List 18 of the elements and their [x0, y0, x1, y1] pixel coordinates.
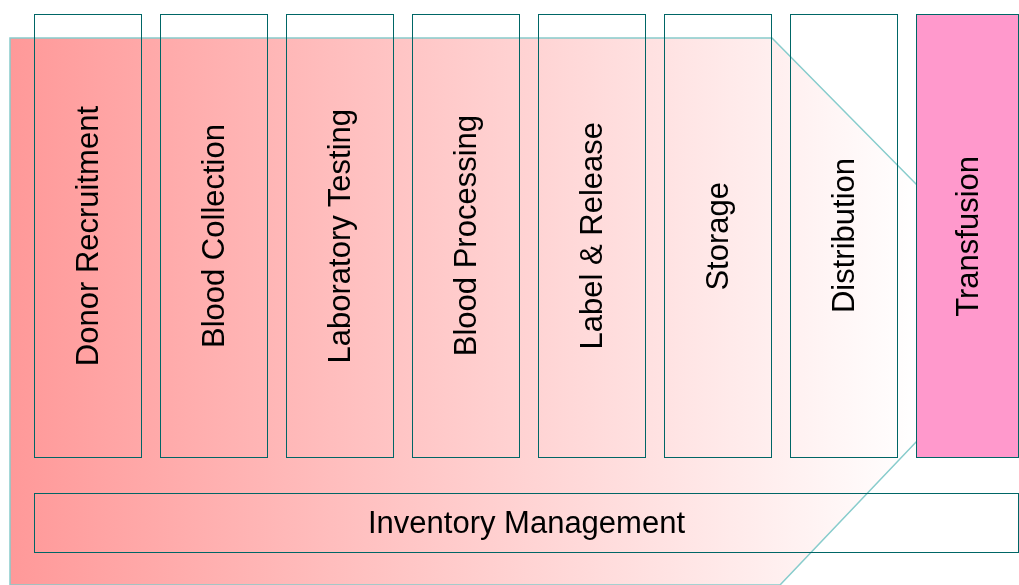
step-label: Storage: [700, 181, 736, 291]
step-label: Laboratory Testing: [322, 108, 358, 364]
step-label: Distribution: [826, 158, 862, 314]
step-label: Blood Processing: [448, 115, 484, 357]
process-column: [286, 14, 394, 458]
step-label: Transfusion: [949, 155, 986, 317]
process-column: [790, 14, 898, 458]
process-column: [34, 14, 142, 458]
process-column: [160, 14, 268, 458]
step-label: Label & Release: [574, 122, 610, 350]
process-bar: [34, 493, 1019, 553]
process-column: [538, 14, 646, 458]
process-column: [412, 14, 520, 458]
process-column: [916, 14, 1019, 458]
process-column: [664, 14, 772, 458]
step-label: Donor Recruitment: [70, 105, 106, 367]
step-label: Blood Collection: [196, 124, 232, 348]
step-label: Inventory Management: [367, 505, 686, 541]
